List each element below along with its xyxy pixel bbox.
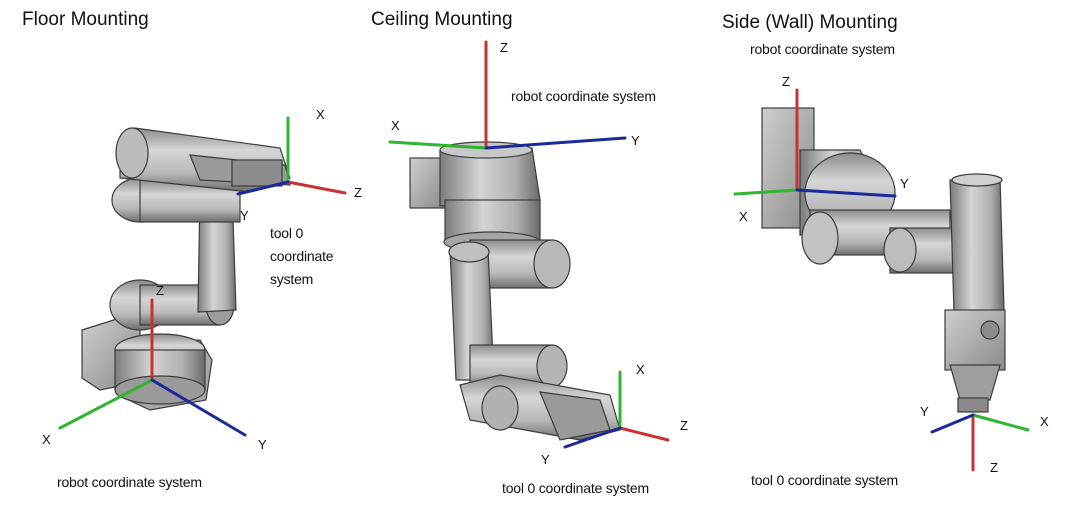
wall-robot (761, 107, 1006, 413)
tool-coordinate-label: tool 0 coordinate system (502, 480, 649, 496)
robot-coordinate-label: robot coordinate system (750, 41, 895, 57)
robot-axis-y-label: Y (900, 176, 909, 191)
tool-axis-z-label: Z (680, 418, 688, 433)
tool-axis-x-label: X (1040, 414, 1049, 429)
tool-coordinate-label: tool 0 coordinate system (270, 222, 334, 291)
tool-axis-x-label: X (636, 362, 645, 377)
robot-coordinate-label: robot coordinate system (57, 474, 202, 490)
tool-axis-z-label: Z (990, 460, 998, 475)
tool-label-line: coordinate (270, 248, 334, 264)
panel-title: Floor Mounting (22, 9, 149, 30)
panel-title: Ceiling Mounting (371, 9, 513, 30)
tool-axis-z-label: Z (354, 185, 362, 200)
robot-axis-z-label: Z (500, 40, 508, 55)
tool-axis-y-label: Y (240, 208, 249, 223)
robot-axis-z-label: Z (782, 74, 790, 89)
tool-label-line: tool 0 (270, 225, 304, 241)
axes (58, 40, 1030, 472)
robot-axis-x-label: X (42, 432, 51, 447)
robot-axis-y-label: Y (258, 437, 267, 452)
tool-label-line: system (270, 271, 314, 287)
robot-axis-z-label: Z (156, 283, 164, 298)
floor-robot (81, 127, 291, 411)
tool-axis-y-label: Y (920, 404, 929, 419)
robot-axis-y-label: Y (631, 133, 640, 148)
robot-axis-x-label: X (391, 118, 400, 133)
robot-coordinate-label: robot coordinate system (511, 88, 656, 104)
ceiling-robot (409, 141, 621, 441)
robot-axis-x-label: X (739, 209, 748, 224)
tool-coordinate-label: tool 0 coordinate system (751, 472, 898, 488)
tool-axis-x-label: X (316, 107, 325, 122)
tool-axis-y-label: Y (541, 452, 550, 467)
panel-title: Side (Wall) Mounting (722, 12, 898, 33)
